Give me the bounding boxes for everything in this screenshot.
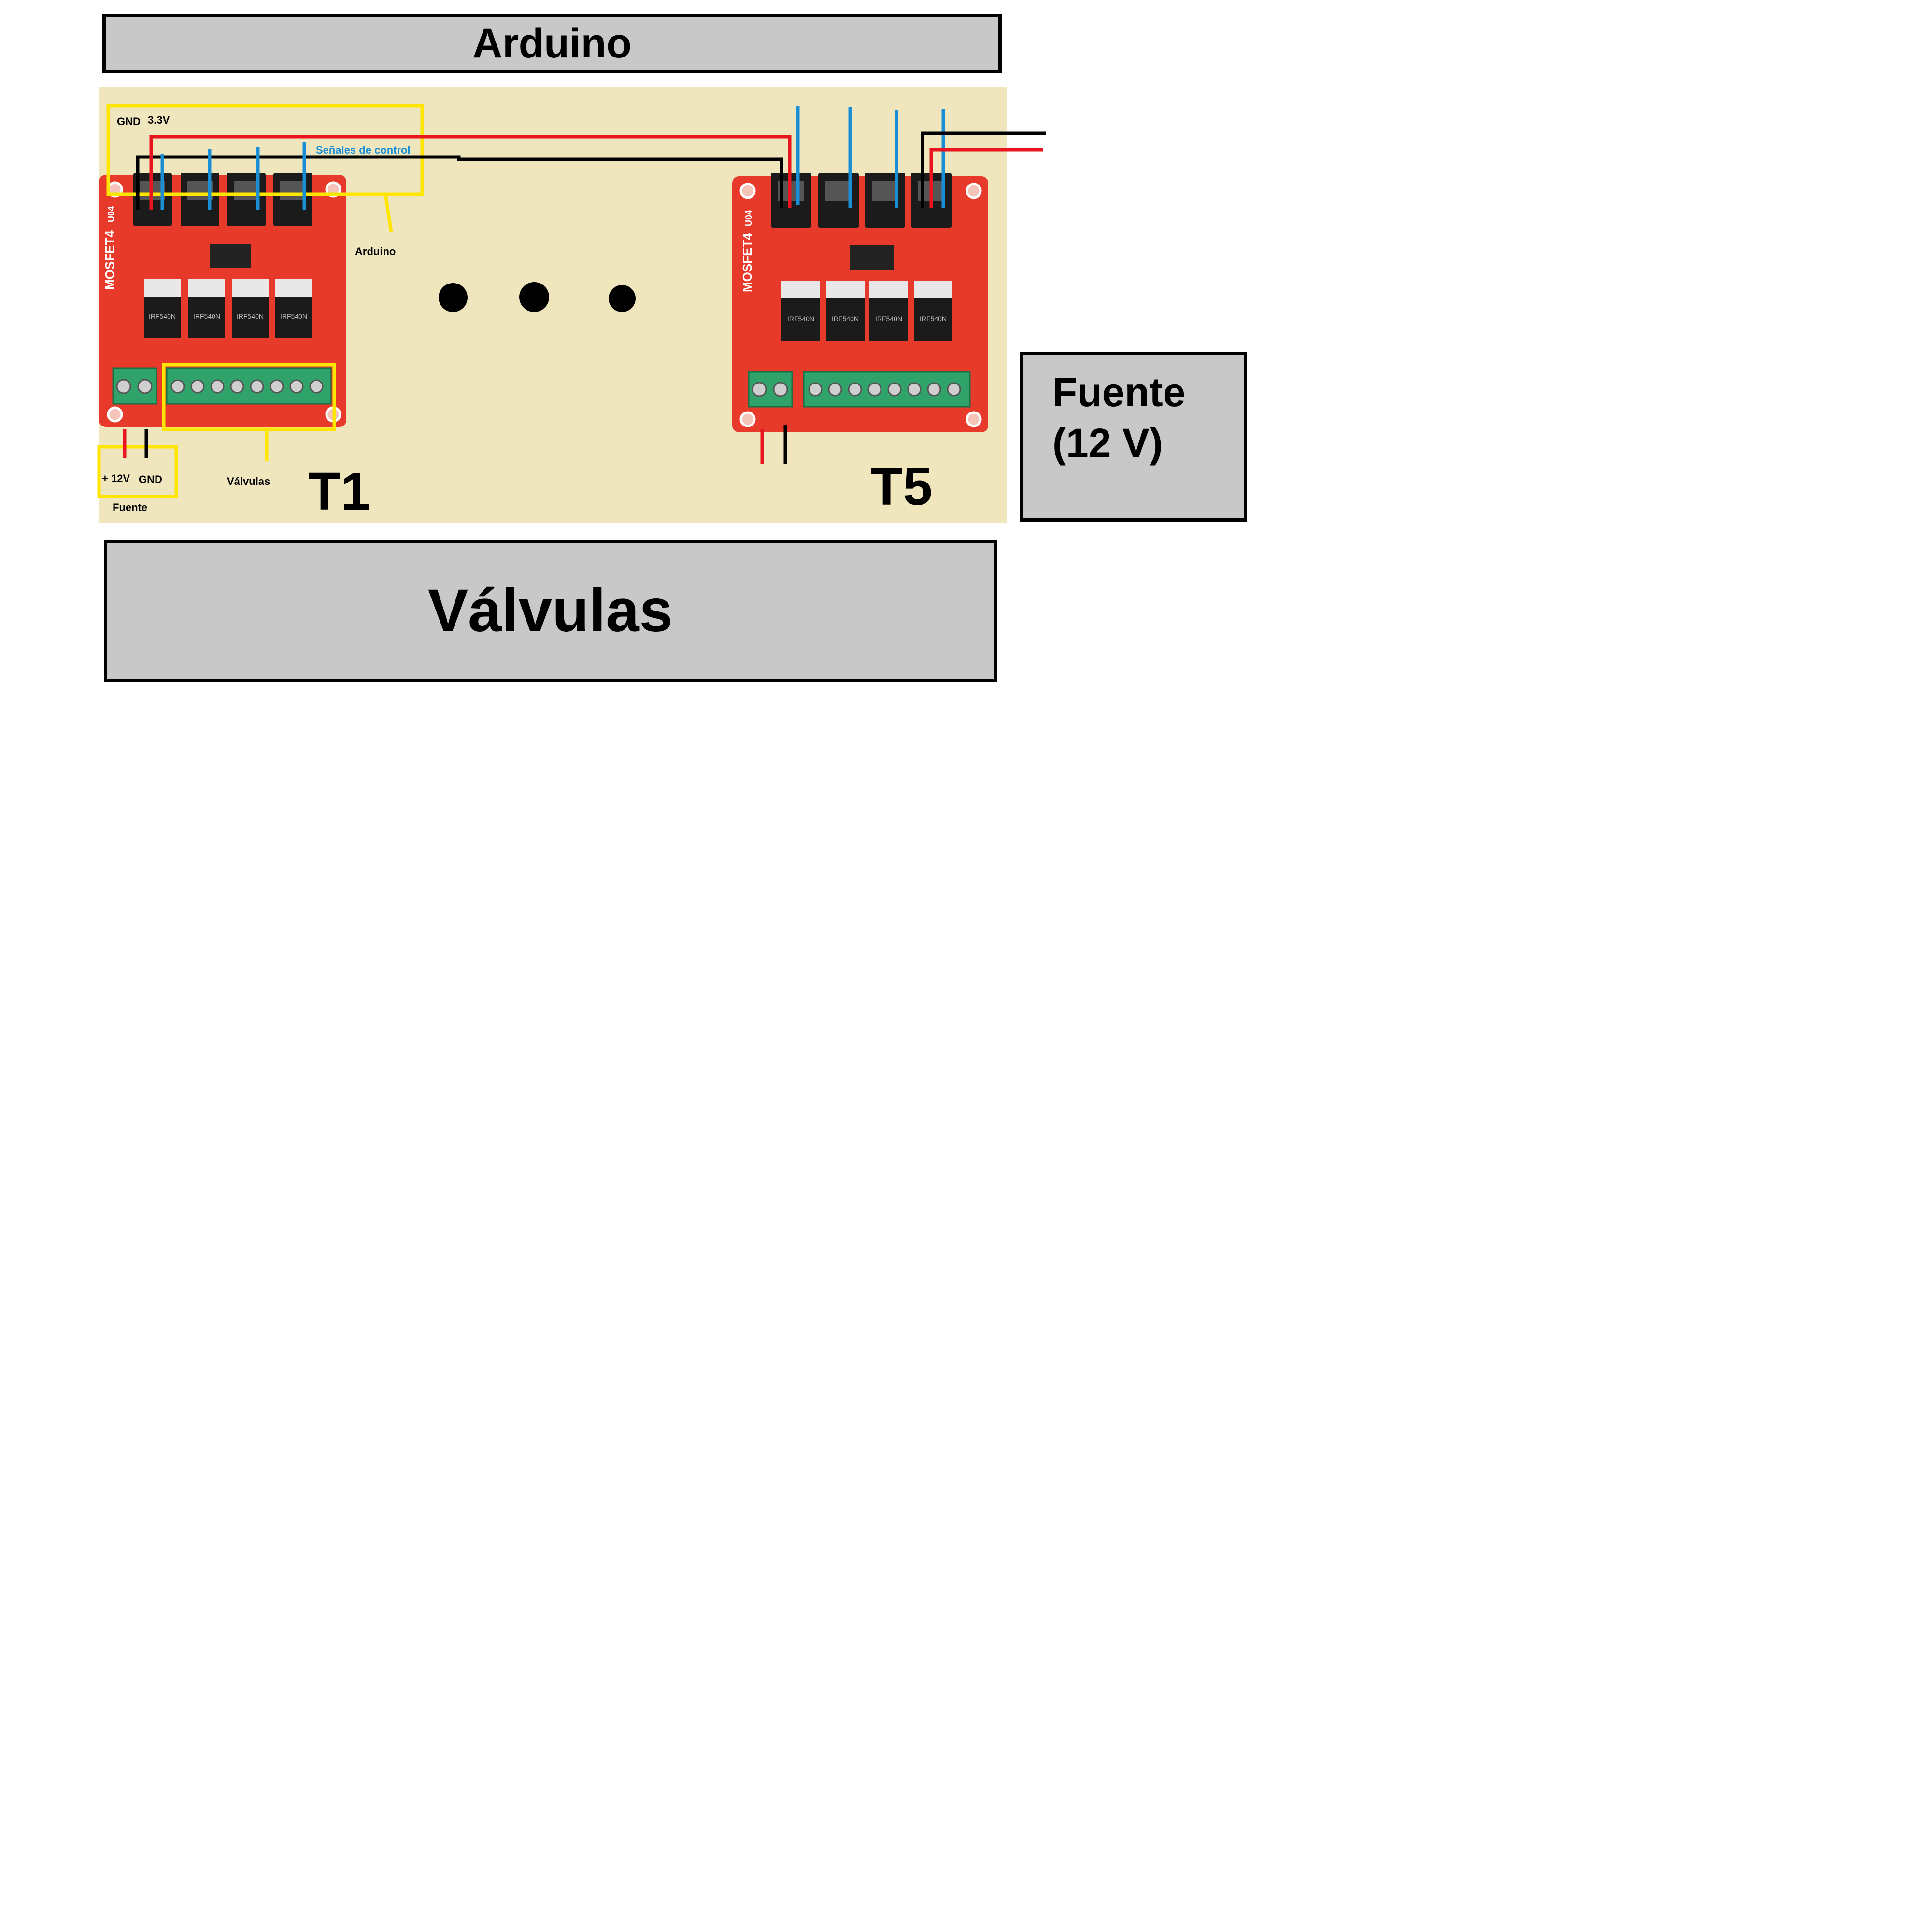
t1-silk-text: MOSFET4 <box>102 230 117 290</box>
t5-out-red-wire <box>929 148 1043 208</box>
t1-valvulas-label: Válvulas <box>227 475 270 487</box>
t1-power-gnd-label: GND <box>139 473 162 485</box>
t1-mosfet-1-label: IRF540N <box>149 313 176 320</box>
gnd-bus-wire <box>136 155 783 210</box>
t5-mosfet-2-label: IRF540N <box>832 315 859 323</box>
v33-bus-wire <box>149 135 792 210</box>
ellipsis-dots <box>439 282 636 312</box>
t1-plus12v-label: + 12V <box>102 472 130 484</box>
t1-terminal-blocks <box>112 367 332 405</box>
t1-3v3-label: 3.3V <box>148 114 170 126</box>
fuente-voltage: (12 V) <box>1052 420 1163 466</box>
t1-silk-version: U04 <box>106 206 116 222</box>
valvulas-label-box: Válvulas <box>104 540 997 682</box>
t1-valvulas-highlight <box>162 363 336 431</box>
arduino-title: Arduino <box>472 20 632 67</box>
t1-mosfet-2-label: IRF540N <box>193 313 220 320</box>
t1-arduino-label: Arduino <box>355 245 396 257</box>
t1-mosfet-3-label: IRF540N <box>237 313 264 320</box>
arduino-label-box: Arduino <box>102 14 1002 73</box>
t1-control-highlight <box>106 104 424 196</box>
board-t1: MOSFET4 U04 IRF540N IRF540N IRF540N IRF5… <box>97 104 424 521</box>
board-t5: MOSFET4 U04 IRF540N IRF540N IRF540N IRF5… <box>732 173 988 516</box>
t5-mosfet-3-label: IRF540N <box>875 315 902 323</box>
t1-mosfets: IRF540N IRF540N IRF540N IRF540N <box>144 279 312 338</box>
t1-id-label: T1 <box>308 462 370 521</box>
t5-mosfets: IRF540N IRF540N IRF540N IRF540N <box>781 281 952 341</box>
t5-mosfet-1-label: IRF540N <box>787 315 814 323</box>
fuente-power-supply-box: Fuente (12 V) <box>1020 352 1247 522</box>
valvulas-title: Válvulas <box>427 577 673 644</box>
t5-terminal-blocks <box>748 371 971 408</box>
t5-out-black-wire <box>921 131 1046 208</box>
t1-driver-ic <box>210 244 251 268</box>
control-wiring <box>136 106 1046 210</box>
t5-id-label: T5 <box>870 457 932 516</box>
t1-gnd-label: GND <box>117 115 141 128</box>
t5-mosfet-4-label: IRF540N <box>920 315 947 323</box>
t5-silk-version: U04 <box>744 210 753 226</box>
t1-mosfet-4-label: IRF540N <box>280 313 307 320</box>
t1-fuente-label: Fuente <box>113 501 147 513</box>
t1-control-label: Señales de control <box>316 144 411 156</box>
fuente-title: Fuente <box>1052 369 1186 415</box>
t5-driver-ic <box>850 245 894 270</box>
t5-silk-text: MOSFET4 <box>740 233 754 292</box>
t1-fuente-highlight <box>97 445 178 498</box>
